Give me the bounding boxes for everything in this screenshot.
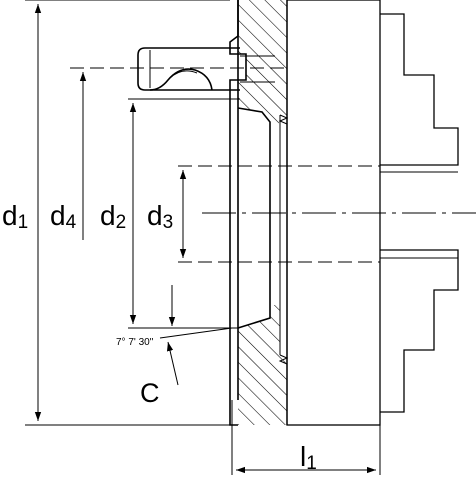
center-and-hidden-lines <box>70 67 476 263</box>
label-d4: d4 <box>50 200 77 233</box>
dimension-lines <box>34 4 376 474</box>
mounting-stud <box>137 47 275 91</box>
label-angle: 7° 7' 30" <box>116 337 154 348</box>
label-d2: d2 <box>100 200 126 233</box>
label-c: C <box>140 378 160 408</box>
label-d3: d3 <box>147 200 173 233</box>
extension-lines <box>25 0 381 475</box>
label-l1: l1 <box>300 441 317 474</box>
label-d1: d1 <box>2 200 28 233</box>
